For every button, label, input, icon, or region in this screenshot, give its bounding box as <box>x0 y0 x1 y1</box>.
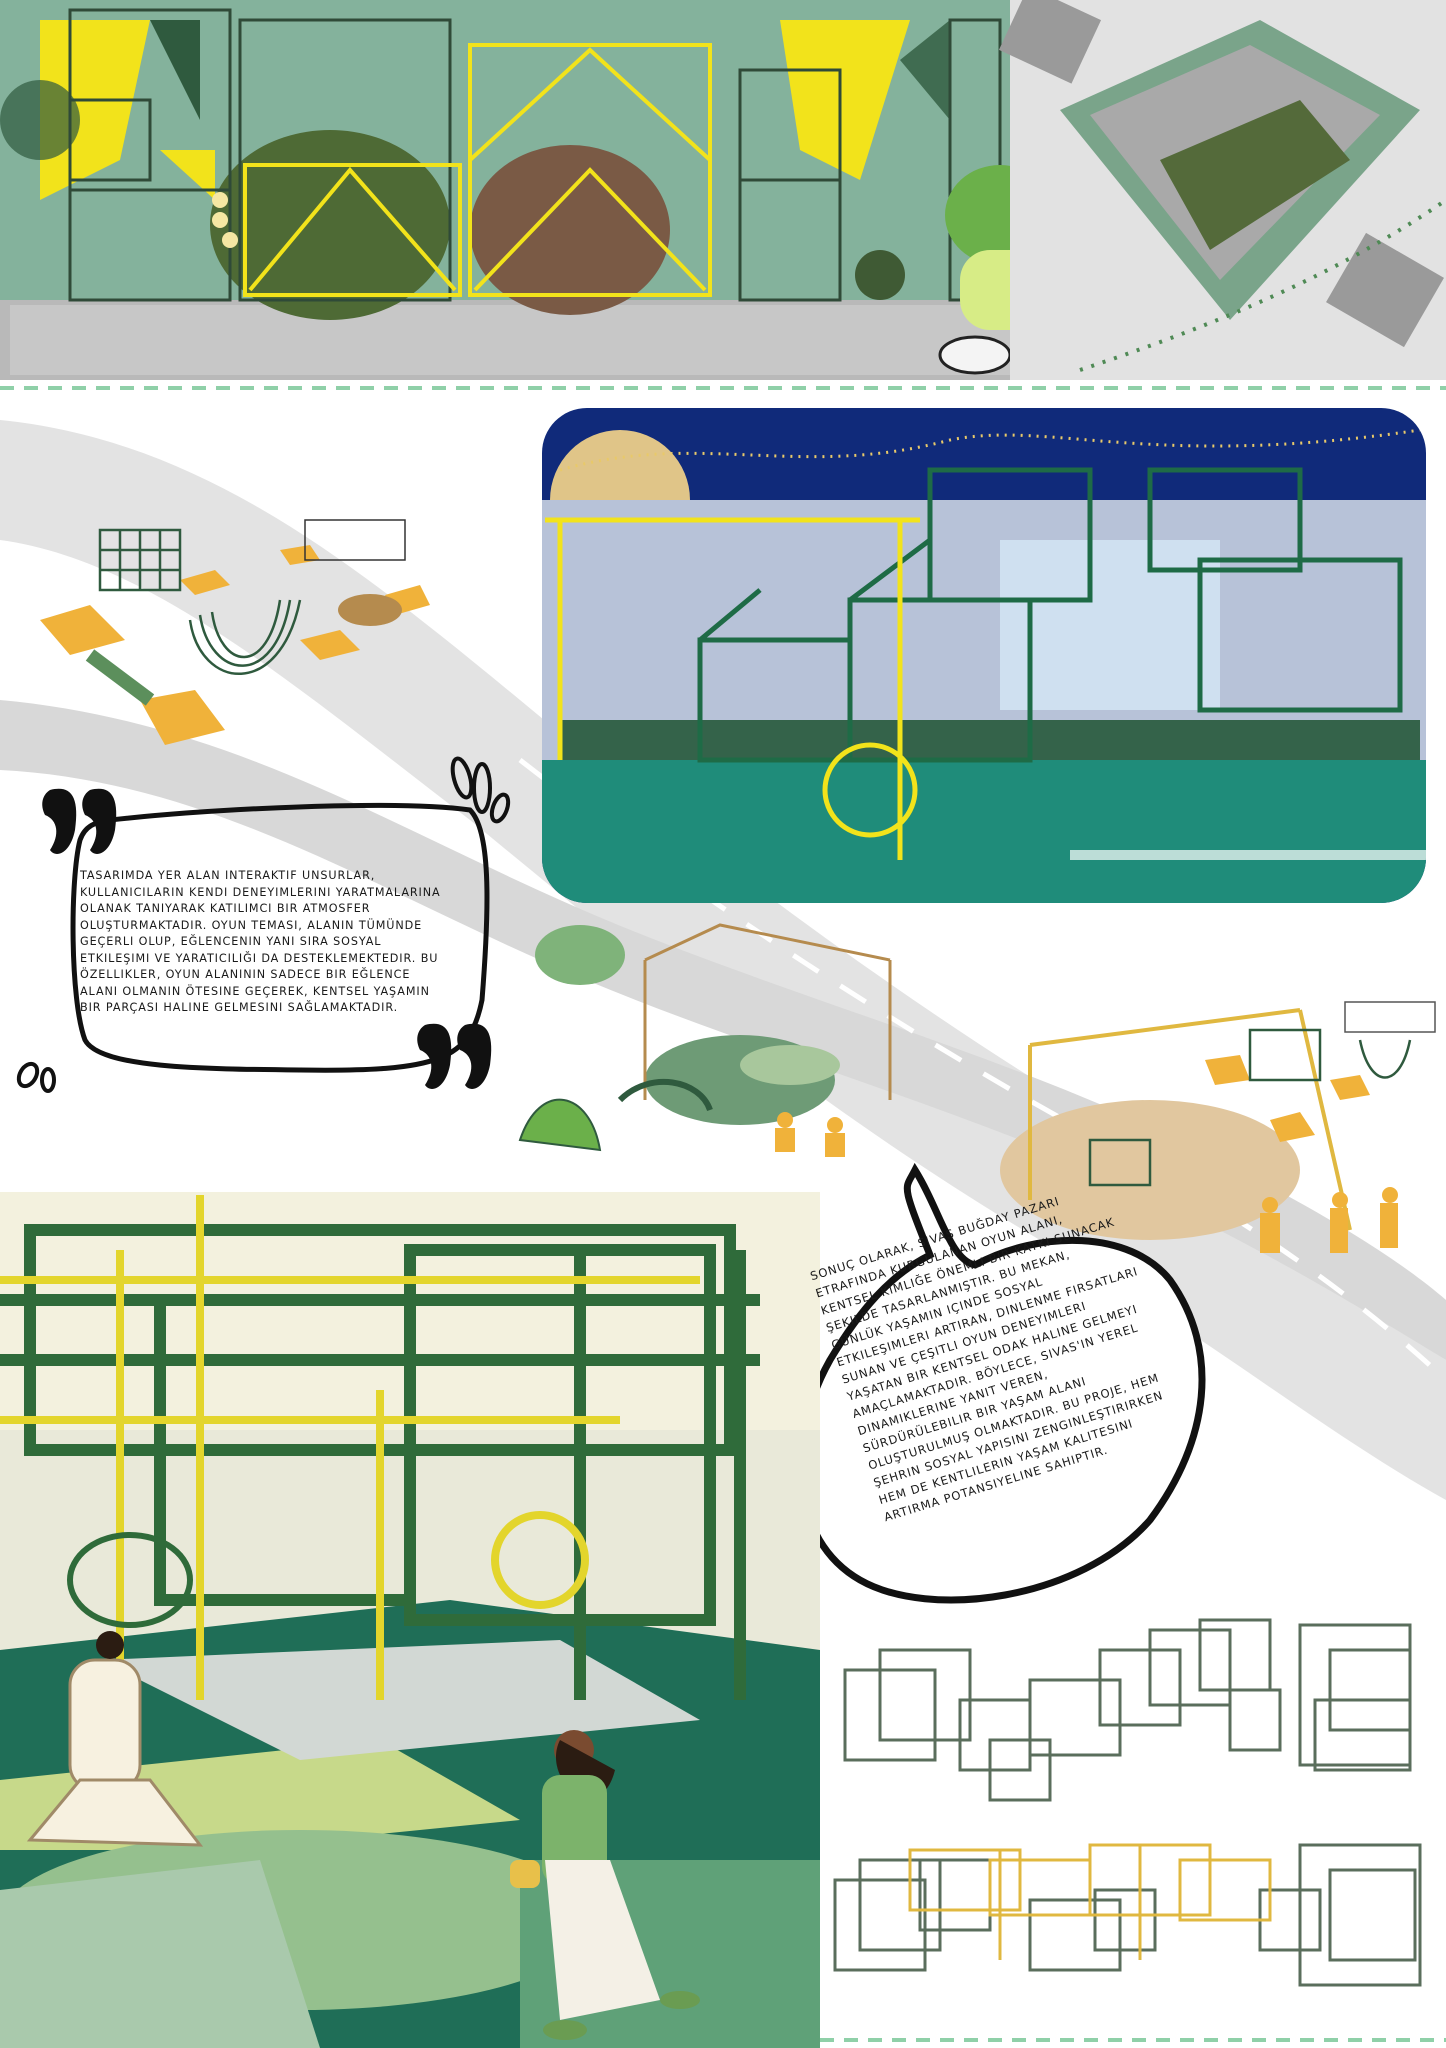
top-elevation-panel <box>0 0 1446 380</box>
quote-line: etkileşimi ve yaratıcılığı da destekleme… <box>80 951 439 965</box>
site-plan-aerial <box>998 0 1446 380</box>
close-quote-icon <box>417 1023 492 1089</box>
quote-line: geçerli olup, eğlencenin yanı sıra sosya… <box>80 935 382 948</box>
quote-line: bir parçası haline gelmesini sağlamaktad… <box>80 1001 399 1014</box>
quote-frame <box>16 756 511 1093</box>
quote-line: olanak tanıyarak katılımcı bir atmosfer <box>80 902 371 915</box>
quote-line: özellikler, oyun alanının sadece bir eğl… <box>80 968 411 981</box>
quote-line: kullanıcıların kendi deneyimlerini yarat… <box>80 885 441 899</box>
night-render-image <box>542 408 1426 903</box>
striped-figure-illustration <box>26 1631 204 1847</box>
daytime-render-image <box>0 1192 820 2048</box>
quote-line: Tasarımda yer alan interaktif unsurlar, <box>80 869 376 882</box>
quote-border <box>70 802 490 1073</box>
axonometric-play-module-1 <box>40 519 430 745</box>
axonometric-play-module-3 <box>1000 1001 1436 1253</box>
quote-line: oluşturmaktadır. Oyun teması, alanın tüm… <box>80 918 423 932</box>
wireframe-isometric-lower <box>833 1843 1422 1987</box>
quote-decor-marks <box>16 756 511 1093</box>
quote-text-block: Tasarımda yer alan interaktif unsurlar, … <box>80 868 460 1017</box>
woman-figure-illustration <box>510 1730 700 2040</box>
wireframe-isometric-upper <box>843 1618 1412 1802</box>
axonometric-play-module-2 <box>518 923 892 1157</box>
open-quote-icon <box>42 788 117 854</box>
quote-line: alanı olmanın ötesine geçerek, kentsel y… <box>80 984 430 998</box>
wireframe-isometric-lower-yellow <box>908 1843 1272 1960</box>
